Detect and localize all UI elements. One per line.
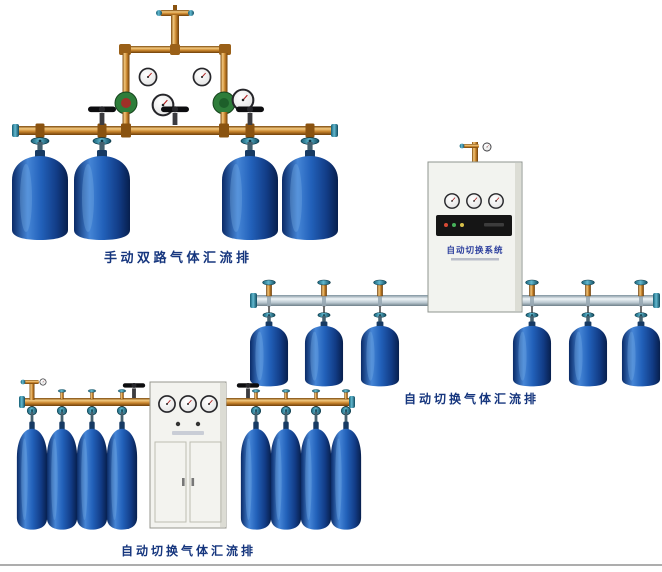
gas-cylinder — [106, 406, 138, 531]
gas-cylinder — [300, 406, 332, 531]
valve-handwheel-icon — [236, 106, 264, 125]
product-manual-dual-manifold — [0, 4, 348, 244]
page-bottom-border — [0, 564, 662, 566]
pressure-gauge-icon — [444, 193, 460, 209]
caption-manual-dual-manifold: 手动双路气体汇流排 — [104, 251, 253, 266]
cabinet-doors — [154, 441, 222, 523]
gas-cylinder — [73, 137, 131, 241]
pressure-gauge-icon — [200, 395, 218, 413]
cylinder-valve-icon — [57, 389, 67, 400]
cabinet-label: 自动切换系统 — [446, 245, 503, 256]
gas-cylinder — [240, 406, 272, 531]
product-auto-switch-manifold-cabinet: 自动切换系统 — [250, 140, 662, 388]
auto-switch-manifold-8-illustration — [16, 378, 362, 531]
control-knob-icon — [195, 421, 201, 427]
indicator-light-green — [452, 223, 456, 227]
cylinder-valve-icon — [311, 389, 321, 400]
pressure-gauge-icon — [179, 395, 197, 413]
door-handle-icon — [191, 478, 195, 486]
pipe-end-cap-icon — [12, 124, 19, 137]
cylinder-valve-icon — [251, 389, 261, 400]
cylinder-valve-icon — [117, 389, 127, 400]
pipe-end-cap-icon — [250, 293, 257, 308]
gas-cylinder — [270, 406, 302, 531]
pipe-end-cap-icon — [19, 396, 25, 408]
manual-dual-manifold-illustration — [11, 5, 339, 241]
valve-handwheel-icon — [88, 106, 116, 125]
cylinder-valve-icon — [373, 279, 387, 297]
cabinet-body — [427, 161, 523, 313]
cylinder-valve-icon — [317, 279, 331, 297]
cylinder-valve-icon — [634, 279, 648, 297]
cylinder-valve-icon — [281, 389, 291, 400]
cylinder-valve-icon — [87, 389, 97, 400]
control-cabinet — [149, 381, 227, 529]
pressure-regulator-left — [114, 91, 138, 115]
pressure-gauge-icon — [158, 395, 176, 413]
pressure-gauge-icon — [482, 142, 492, 152]
cylinder-valve-icon — [581, 279, 595, 297]
pipe-end-cap-icon — [653, 293, 660, 308]
indicator-light-red — [444, 223, 448, 227]
top-inlet-assembly — [156, 5, 194, 48]
cylinder-valve-icon — [525, 279, 539, 297]
gas-cylinder — [11, 137, 69, 241]
pipe-cap-icon — [20, 379, 26, 385]
pressure-gauge-icon — [138, 67, 158, 87]
valve-handwheel-icon — [122, 382, 146, 398]
cabinet-fine-print — [451, 258, 499, 261]
gas-cylinder — [512, 312, 552, 387]
drop-pipe-left — [122, 112, 130, 128]
door-handle-icon — [182, 478, 185, 486]
pipe-cap-icon — [156, 10, 162, 16]
gas-cylinder — [46, 406, 78, 531]
pipe-end-cap-icon — [349, 396, 355, 408]
manifold-pipe — [12, 123, 338, 138]
cylinder-valve-icon — [341, 389, 351, 400]
gas-cylinder — [568, 312, 608, 387]
cabinet-fine-print — [172, 431, 204, 435]
control-knob-icon — [175, 421, 181, 427]
gas-cylinder — [330, 406, 362, 531]
caption-auto-switch-manifold-2: 自动切换气体汇流排 — [121, 544, 257, 558]
cylinder-valve-icon — [262, 279, 276, 297]
pipe-cap-icon — [459, 143, 465, 149]
pipe-cap-icon — [188, 10, 194, 16]
pressure-gauge-icon — [488, 193, 504, 209]
pressure-gauge-icon — [192, 67, 212, 87]
drop-pipe-right — [220, 112, 228, 128]
header-pipe — [119, 44, 231, 97]
cabinet-riser-pipe — [472, 142, 478, 162]
product-auto-switch-manifold-8 — [10, 374, 362, 542]
pressure-regulator-right — [212, 91, 236, 115]
pressure-gauge-icon — [151, 93, 175, 117]
control-cabinet: 自动切换系统 — [427, 142, 523, 313]
indicator-light-amber — [460, 223, 464, 227]
inlet-riser — [20, 378, 47, 400]
gas-cylinder — [16, 406, 48, 531]
pressure-gauge-icon — [466, 193, 482, 209]
cabinet-indicator-panel — [436, 215, 512, 236]
gas-cylinder — [360, 312, 400, 387]
pipe-end-cap-icon — [331, 124, 338, 137]
pressure-gauge-icon — [39, 378, 47, 386]
gas-cylinder — [76, 406, 108, 531]
caption-auto-switch-manifold-1: 自动切换气体汇流排 — [404, 392, 540, 406]
auto-switch-manifold-illustration: 自动切换系统 — [250, 142, 661, 387]
gas-cylinder — [621, 312, 661, 387]
